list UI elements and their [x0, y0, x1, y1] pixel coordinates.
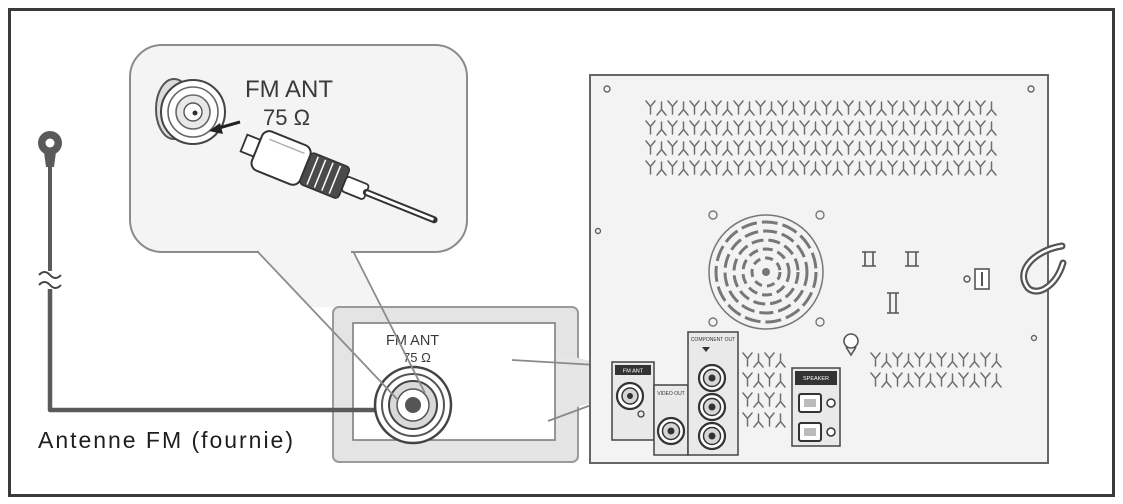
antenna-caption: Antenne FM (fournie)	[38, 427, 293, 453]
panel-mount-icon	[862, 251, 876, 267]
screw-hole	[1030, 334, 1038, 342]
speaker-terminal-slot	[804, 428, 816, 436]
speaker-label: SPEAKER	[803, 376, 829, 382]
callout-bubble-opening	[259, 248, 351, 254]
insert-arrow-icon	[209, 120, 241, 134]
speaker-label-bar	[795, 371, 837, 385]
video-out-label: VIDEO OUT	[657, 391, 685, 397]
socket-ring	[167, 86, 219, 138]
speaker-screw	[826, 427, 836, 437]
socket-pin	[192, 110, 198, 116]
fm-jack-label-bar	[615, 365, 651, 375]
video-out-jack: VIDEO OUT	[653, 384, 689, 456]
fan-screw	[708, 210, 718, 220]
fm-plug-icon	[239, 130, 438, 224]
ground-terminal-icon	[843, 333, 859, 349]
zoom-panel-label: FM ANT	[386, 333, 439, 349]
ground-terminal-base	[845, 346, 857, 357]
component-out-jacks: COMPONENT OUT	[687, 331, 739, 456]
callout-pointer-fill	[257, 249, 381, 307]
fan-slot-ring	[741, 247, 791, 297]
fan-screw	[815, 210, 825, 220]
fm-jack-pin	[627, 393, 633, 399]
fan-grille	[708, 210, 825, 330]
arrow-shaft	[218, 120, 241, 130]
plug-grip-ridge	[306, 156, 319, 185]
screw-hole	[594, 227, 602, 235]
power-cord-core	[1022, 244, 1065, 293]
callout-label: FM ANT	[245, 76, 333, 103]
fan-hub	[762, 268, 770, 276]
antenna-crimp	[44, 152, 56, 167]
screw-hole	[1027, 85, 1035, 93]
panel-mount-icon	[905, 251, 919, 267]
top-vents	[645, 98, 997, 178]
callout-impedance: 75 Ω	[263, 105, 310, 130]
callout-pointer-line	[256, 250, 399, 401]
component-out-label: COMPONENT OUT	[691, 337, 735, 343]
component-jack-pin	[708, 374, 716, 382]
plug-grip-ridge	[328, 165, 342, 194]
plug-grip-ridge	[321, 162, 334, 191]
antenna-wire-lower	[47, 289, 406, 413]
fan-slot-ring	[750, 256, 782, 288]
wire-break-mark	[38, 281, 62, 289]
panel-bracket-icon	[887, 292, 899, 314]
zoom-panel: FM ANT 75 Ω	[332, 306, 579, 463]
plug-body-highlight	[269, 138, 305, 155]
zoom-panel-impedance: 75 Ω	[403, 350, 431, 365]
bottom-left-vents	[742, 350, 786, 430]
plug-grip-ridge	[313, 159, 327, 188]
fan-slot-ring	[714, 220, 818, 324]
device-rear-panel: FM ANT VIDEO OUT COMPONENT OUT	[589, 74, 1067, 464]
fm-jack-label: FM ANT	[623, 369, 644, 375]
fm-jack-screw	[637, 410, 645, 418]
component-jack-pin	[708, 403, 716, 411]
device-fm-jack: FM ANT	[611, 361, 655, 441]
bottom-right-vents	[870, 350, 1002, 390]
speaker-screw	[826, 398, 836, 408]
callout-bubble: FM ANT 75 Ω	[129, 44, 468, 254]
fan-screw	[708, 317, 718, 327]
zoom-fm-connector	[373, 365, 453, 445]
connector-ring	[381, 373, 445, 437]
callout-pointer-line	[352, 250, 426, 394]
fan-slot-ring	[732, 238, 800, 306]
connector-core	[405, 397, 421, 413]
wire-break-mark	[38, 271, 62, 279]
video-out-pin	[667, 427, 675, 435]
screw-hole	[603, 85, 611, 93]
panel-indicator-icon	[963, 275, 971, 283]
fan-screw	[815, 317, 825, 327]
component-out-arrow-icon	[702, 347, 710, 352]
arrow-head	[209, 123, 223, 134]
speaker-terminals: SPEAKER	[791, 367, 841, 447]
fm-socket-icon	[155, 78, 226, 145]
power-cord-icon	[1020, 242, 1067, 295]
component-jack-pin	[708, 432, 716, 440]
antenna-ring-hole	[45, 138, 55, 148]
plug-cable-core	[365, 191, 434, 221]
fan-slot-ring	[723, 229, 809, 315]
fm-antenna: Antenne FM (fournie)	[38, 131, 406, 453]
speaker-terminal-slot	[804, 399, 816, 407]
